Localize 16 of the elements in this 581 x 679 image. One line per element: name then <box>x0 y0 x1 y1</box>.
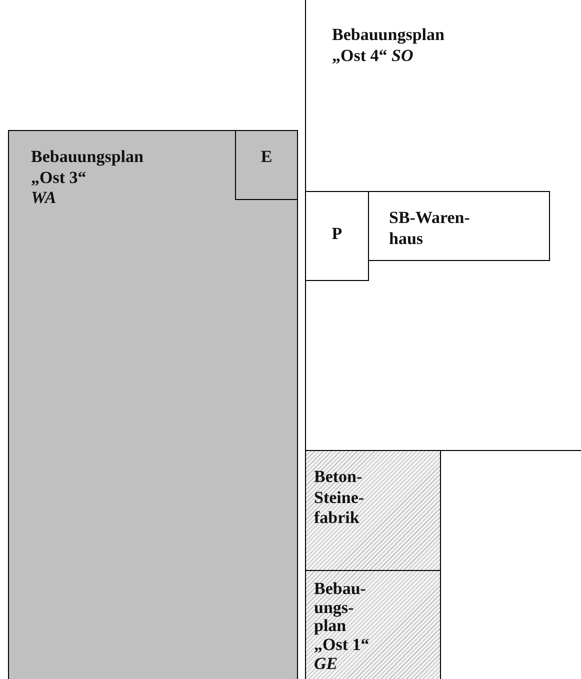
zone-area <box>235 130 298 200</box>
zone-label: SB-Waren- haus <box>389 208 471 250</box>
zone-area <box>305 0 581 451</box>
zone-label: Bebau- ungs- plan „Ost 1“ <box>314 580 370 655</box>
zone-label: Bebauungsplan „Ost 4“ SO <box>332 25 446 66</box>
building-area <box>368 191 550 261</box>
zone-label: WA <box>31 188 58 210</box>
zone-label: Bebauungsplan „Ost 3“ <box>31 147 144 188</box>
zone-area <box>305 450 441 571</box>
zone-area <box>305 570 441 679</box>
zone-label: E <box>260 147 274 168</box>
zone-area <box>8 130 298 679</box>
zone-area <box>305 191 369 281</box>
zone-label: GE <box>314 654 339 674</box>
zone-label: P <box>330 224 344 245</box>
zone-label: Beton- Steine- fabrik <box>314 467 366 530</box>
